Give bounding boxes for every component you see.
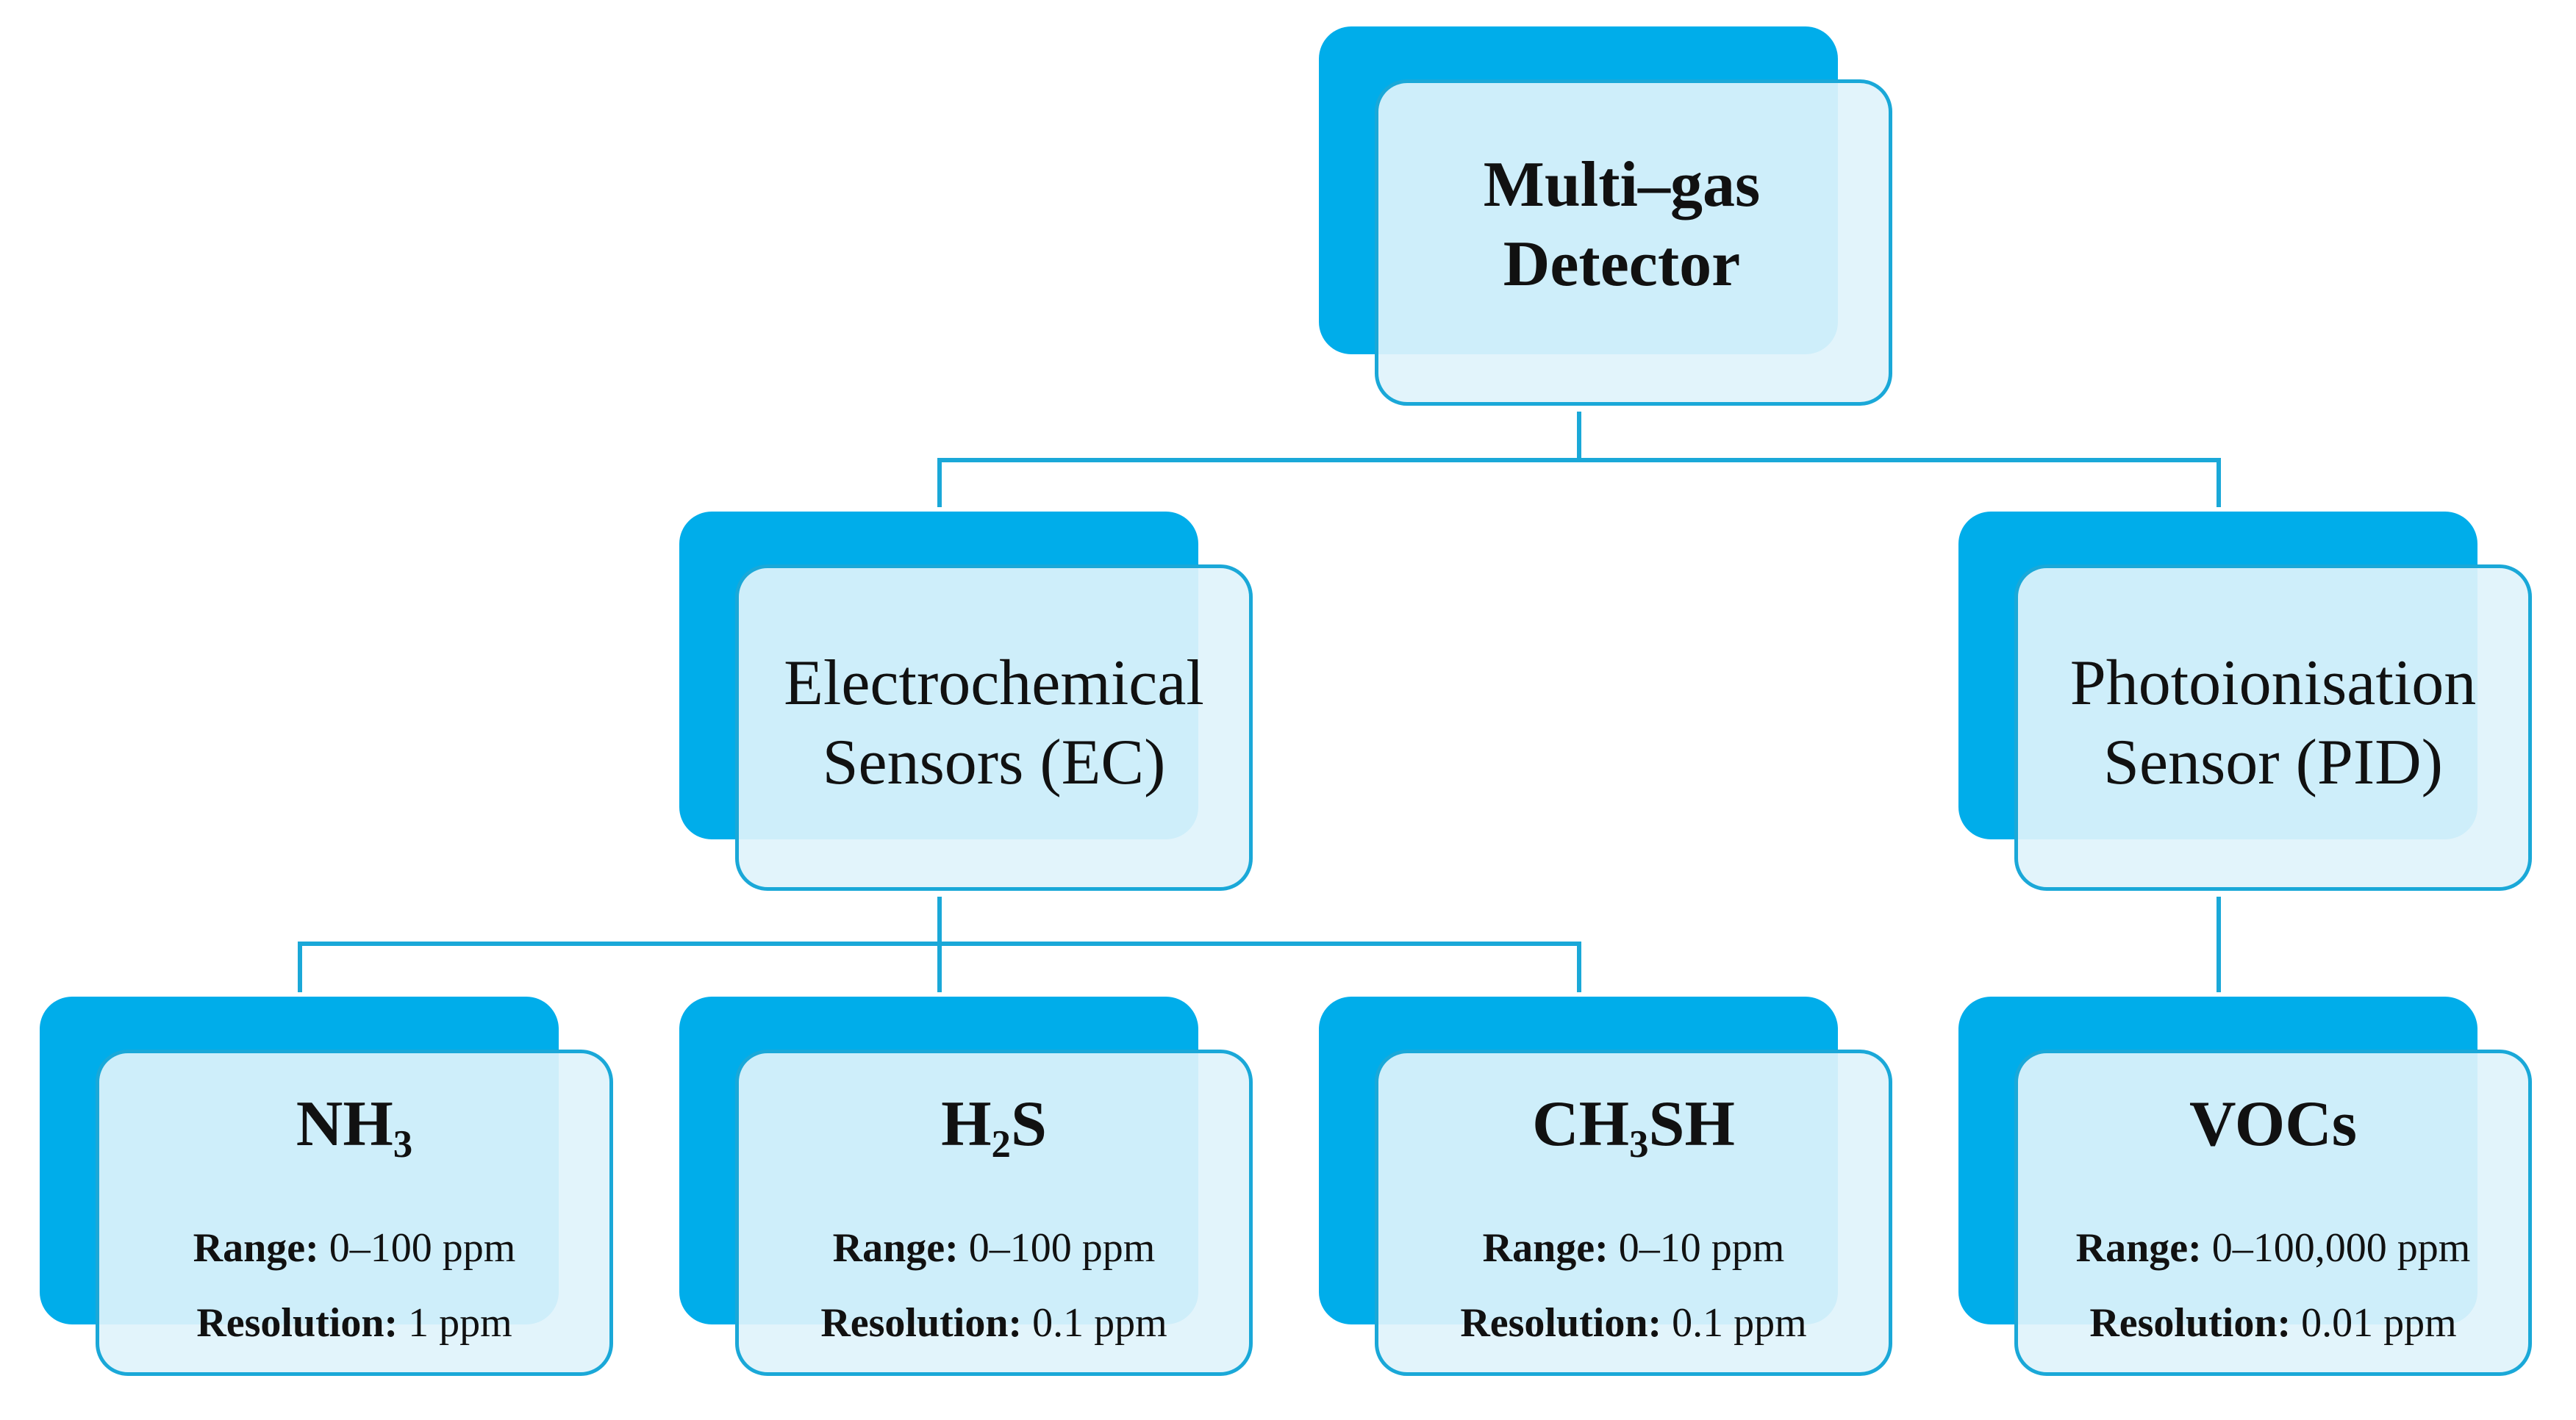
- gas-label: H2S: [941, 1089, 1047, 1166]
- node-front-panel: [2014, 564, 2532, 891]
- node-front-panel: [735, 564, 1253, 891]
- gas-resolution: Resolution: 0.1 ppm: [820, 1300, 1167, 1346]
- node-front-panel: [96, 1050, 613, 1376]
- gas-range: Range: 0–10 ppm: [1482, 1225, 1785, 1271]
- node-front-panel: [735, 1050, 1253, 1376]
- node-front-panel: [1375, 79, 1892, 406]
- node-front-panel: [1375, 1050, 1892, 1376]
- node-title: Multi–gas Detector: [1363, 146, 1881, 304]
- gas-resolution: Resolution: 0.1 ppm: [1460, 1300, 1807, 1346]
- gas-range: Range: 0–100,000 ppm: [2075, 1225, 2471, 1271]
- gas-label: CH3SH: [1532, 1089, 1735, 1166]
- connector-ec-to-gases: [298, 897, 1581, 992]
- gas-range: Range: 0–100 ppm: [832, 1225, 1156, 1271]
- node-title-line-1: Photoionisation: [2069, 648, 2477, 719]
- gas-resolution: Resolution: 0.01 ppm: [2089, 1300, 2457, 1346]
- node-title-line-2: Detector: [1503, 229, 1741, 300]
- gas-resolution: Resolution: 1 ppm: [196, 1300, 512, 1346]
- node-title-line-2: Sensors (EC): [822, 727, 1166, 798]
- gas-label: VOCs: [2189, 1089, 2358, 1160]
- node-title-line-2: Sensor (PID): [2103, 727, 2443, 798]
- node-title: Electrochemical Sensors (EC): [735, 644, 1253, 803]
- node-front-panel: [2014, 1050, 2532, 1376]
- node-title-line-1: Electrochemical: [784, 648, 1204, 719]
- connector-root-to-categories: [937, 412, 2221, 507]
- node-title: Photoionisation Sensor (PID): [2014, 644, 2532, 803]
- gas-range: Range: 0–100 ppm: [193, 1225, 516, 1271]
- node-title-line-1: Multi–gas: [1483, 149, 1761, 220]
- gas-label: NH3: [296, 1089, 413, 1166]
